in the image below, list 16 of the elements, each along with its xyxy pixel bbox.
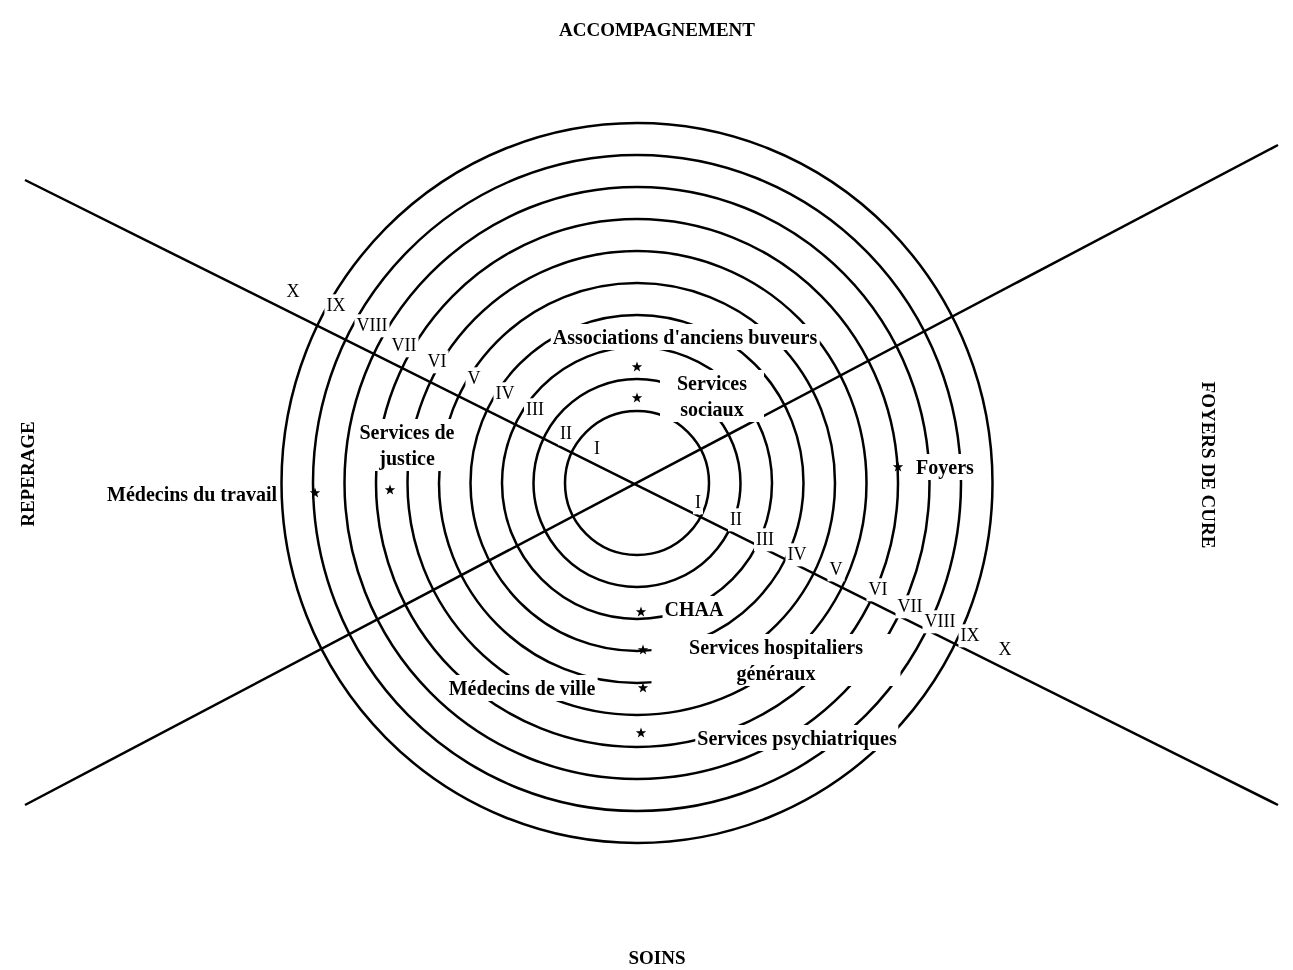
ring-number: VIII bbox=[922, 610, 958, 634]
service-label: Médecins de ville bbox=[446, 675, 598, 701]
service-label: Services hospitaliers généraux bbox=[651, 634, 901, 686]
ring-number: II bbox=[728, 508, 744, 532]
service-label: Associations d'anciens buveurs bbox=[550, 324, 820, 350]
ring-number: VII bbox=[895, 595, 925, 619]
ring-number: VI bbox=[425, 350, 449, 374]
ring-number: IX bbox=[958, 624, 982, 648]
service-label: Foyers bbox=[914, 454, 976, 480]
ring-number: IV bbox=[785, 543, 809, 567]
ring-number: III bbox=[754, 528, 776, 552]
ring-number: VI bbox=[866, 578, 890, 602]
service-label: Services sociaux bbox=[660, 370, 764, 422]
service-label: Services psychiatriques bbox=[695, 725, 899, 751]
ring-number: VIII bbox=[354, 314, 390, 338]
ring-number: VII bbox=[389, 334, 419, 358]
